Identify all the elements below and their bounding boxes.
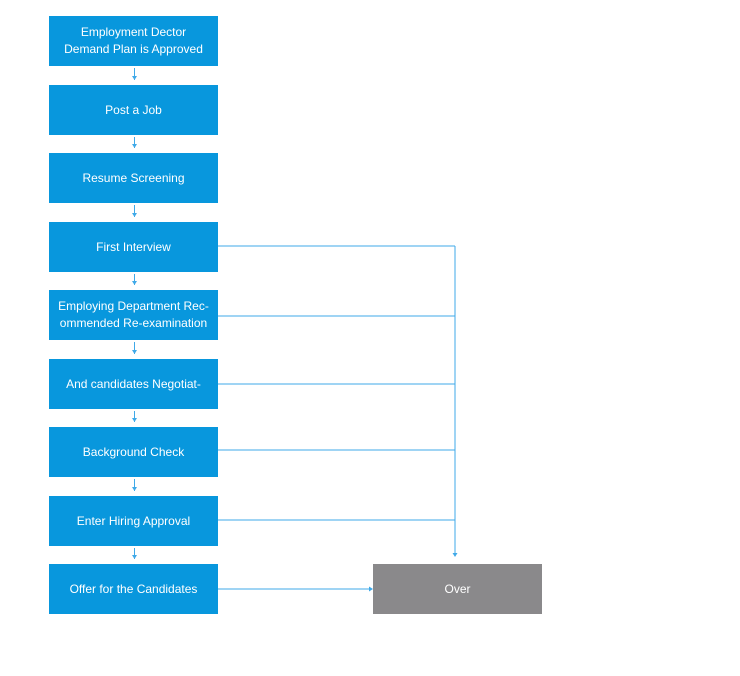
step-arrow-head bbox=[132, 213, 137, 217]
step-re-examination: Employing Department Rec- ommended Re-ex… bbox=[49, 290, 218, 340]
step-demand-plan-approved: Employment Dector Demand Plan is Approve… bbox=[49, 16, 218, 66]
step-first-interview: First Interview bbox=[49, 222, 218, 272]
step-resume-screening: Resume Screening bbox=[49, 153, 218, 203]
exit-bus-arrow-head bbox=[452, 553, 458, 557]
step-arrow-head bbox=[132, 418, 137, 422]
step-arrow-head bbox=[132, 487, 137, 491]
step-arrow-head bbox=[132, 144, 137, 148]
end-node-over: Over bbox=[373, 564, 542, 614]
step-negotiation: And candidates Negotiat- bbox=[49, 359, 218, 409]
step-arrow-head bbox=[132, 76, 137, 80]
step-background-check: Background Check bbox=[49, 427, 218, 477]
offer-to-over-arrow-head bbox=[369, 586, 373, 592]
step-offer: Offer for the Candidates bbox=[49, 564, 218, 614]
step-arrow-head bbox=[132, 555, 137, 559]
step-arrow-head bbox=[132, 281, 137, 285]
step-hiring-approval: Enter Hiring Approval bbox=[49, 496, 218, 546]
step-post-job: Post a Job bbox=[49, 85, 218, 135]
step-arrow-head bbox=[132, 350, 137, 354]
